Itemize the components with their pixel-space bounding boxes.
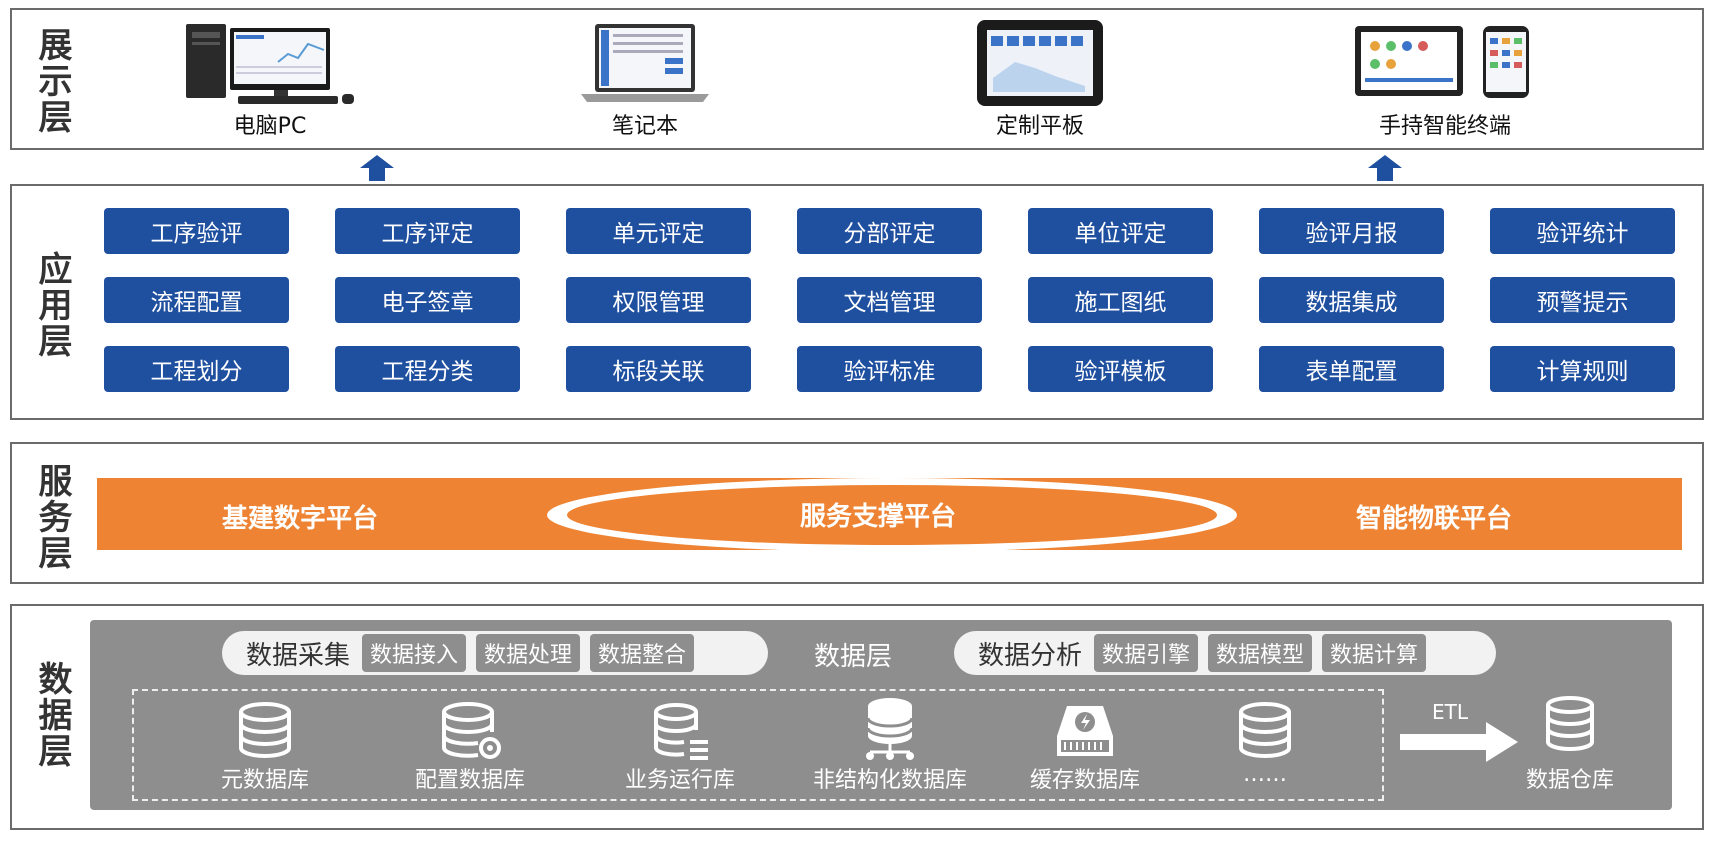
database-label: …… xyxy=(1243,762,1287,787)
app-module-button[interactable]: 分部评定 xyxy=(797,208,982,254)
app-module-button[interactable]: 验评月报 xyxy=(1259,208,1444,254)
database-config: 配置数据库 xyxy=(400,702,540,794)
collect-tag: 数据整合 xyxy=(590,634,695,672)
data-center-title: 数据层 xyxy=(814,642,893,672)
device-pc: 电脑PC xyxy=(170,22,370,140)
data-collect-title: 数据采集 xyxy=(246,640,351,671)
app-module-button[interactable]: 电子签章 xyxy=(335,277,520,323)
database-group-box xyxy=(132,689,1384,801)
service-center-text: 服务支撑平台 xyxy=(800,502,957,532)
app-module-button[interactable]: 工序评定 xyxy=(335,208,520,254)
cache-drive-icon xyxy=(1057,706,1113,756)
collect-tag: 数据接入 xyxy=(362,634,467,672)
database-list-icon xyxy=(654,703,708,760)
database-icon xyxy=(1239,702,1291,758)
warehouse-label: 数据仓库 xyxy=(1525,768,1614,793)
analysis-tag: 数据引擎 xyxy=(1094,634,1199,672)
app-module-button[interactable]: 单位评定 xyxy=(1028,208,1213,254)
presentation-layer-label: 展示层 xyxy=(32,27,72,135)
device-label-tablet: 定制平板 xyxy=(995,114,1084,139)
database-network-icon xyxy=(866,698,914,760)
app-module-button[interactable]: 标段关联 xyxy=(566,346,751,392)
service-left-text: 基建数字平台 xyxy=(222,504,379,534)
etl-label: ETL xyxy=(1432,700,1468,724)
tablet-icon xyxy=(977,20,1103,106)
app-module-button[interactable]: 权限管理 xyxy=(566,277,751,323)
database-icon xyxy=(239,702,291,758)
service-layer-label: 服务层 xyxy=(32,463,72,571)
database-more: …… xyxy=(1200,702,1330,787)
app-module-button[interactable]: 文档管理 xyxy=(797,277,982,323)
device-label-laptop: 笔记本 xyxy=(611,114,678,139)
device-laptop: 笔记本 xyxy=(560,22,730,140)
warehouse-icon xyxy=(1546,696,1594,751)
device-handheld: 手持智能终端 xyxy=(1350,22,1540,140)
app-module-button[interactable]: 验评模板 xyxy=(1028,346,1213,392)
app-module-button[interactable]: 工程划分 xyxy=(104,346,289,392)
data-collect-pill: 数据采集 数据接入 数据处理 数据整合 xyxy=(222,631,768,675)
data-analysis-pill: 数据分析 数据引擎 数据模型 数据计算 xyxy=(954,631,1496,675)
database-cache: 缓存数据库 xyxy=(1015,702,1155,794)
service-right-text: 智能物联平台 xyxy=(1356,504,1513,534)
collect-tag: 数据处理 xyxy=(476,634,581,672)
data-warehouse: 数据仓库 xyxy=(1510,696,1630,794)
app-module-button[interactable]: 流程配置 xyxy=(104,277,289,323)
app-module-button[interactable]: 计算规则 xyxy=(1490,346,1675,392)
app-module-button[interactable]: 工程分类 xyxy=(335,346,520,392)
app-module-button[interactable]: 预警提示 xyxy=(1490,277,1675,323)
database-label: 元数据库 xyxy=(220,768,309,793)
service-center-ellipse xyxy=(547,478,1237,552)
app-module-button[interactable]: 施工图纸 xyxy=(1028,277,1213,323)
device-label-pc: 电脑PC xyxy=(233,114,307,139)
device-label-handheld: 手持智能终端 xyxy=(1378,114,1511,139)
database-label: 缓存数据库 xyxy=(1029,768,1140,793)
device-tablet: 定制平板 xyxy=(960,18,1120,140)
analysis-tag: 数据计算 xyxy=(1322,634,1427,672)
etl-arrow-icon xyxy=(1400,722,1518,762)
up-arrow-icon-right xyxy=(1368,155,1402,181)
handheld-icon xyxy=(1355,26,1529,98)
database-business: 业务运行库 xyxy=(610,702,750,794)
up-arrow-icon-left xyxy=(360,155,394,181)
app-module-button[interactable]: 工序验评 xyxy=(104,208,289,254)
database-label: 配置数据库 xyxy=(414,768,525,793)
app-module-button[interactable]: 单元评定 xyxy=(566,208,751,254)
database-unstructured: 非结构化数据库 xyxy=(800,696,980,794)
laptop-icon xyxy=(581,24,709,102)
database-meta: 元数据库 xyxy=(200,702,330,794)
data-layer-label: 数据层 xyxy=(32,661,72,769)
app-module-button[interactable]: 验评统计 xyxy=(1490,208,1675,254)
app-module-button[interactable]: 数据集成 xyxy=(1259,277,1444,323)
pc-icon xyxy=(186,24,354,104)
app-module-button[interactable]: 验评标准 xyxy=(797,346,982,392)
data-analysis-title: 数据分析 xyxy=(978,640,1083,671)
app-module-button[interactable]: 表单配置 xyxy=(1259,346,1444,392)
application-layer-label: 应用层 xyxy=(32,251,72,359)
database-label: 非结构化数据库 xyxy=(812,768,967,793)
analysis-tag: 数据模型 xyxy=(1208,634,1313,672)
database-gear-icon xyxy=(442,702,501,759)
database-label: 业务运行库 xyxy=(624,768,735,793)
